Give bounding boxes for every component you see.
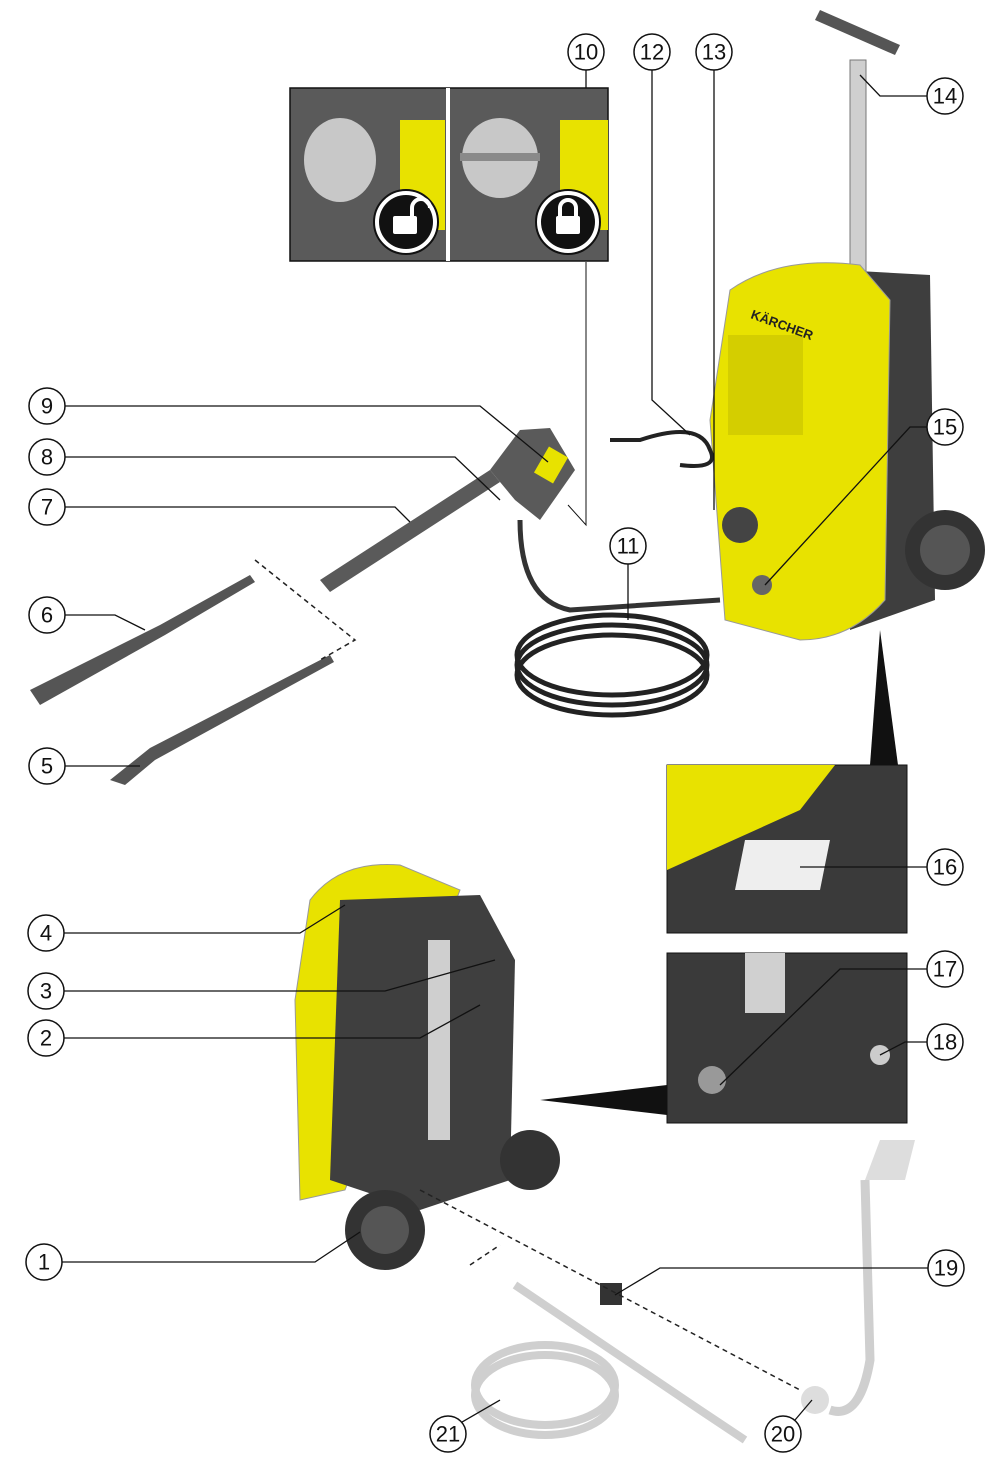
callout-circle bbox=[609, 527, 647, 565]
leader-line bbox=[461, 1399, 501, 1423]
connection-dashed-line bbox=[254, 559, 357, 661]
callout-number: 13 bbox=[702, 40, 726, 65]
pressure-washer-front: KÄRCHER bbox=[610, 10, 985, 641]
type-plate-inset bbox=[666, 630, 908, 934]
callout-6: 6 bbox=[28, 596, 146, 634]
callout-7: 7 bbox=[28, 488, 411, 526]
callout-4: 4 bbox=[27, 904, 346, 952]
callout-10: 10 bbox=[567, 33, 605, 88]
leader-line bbox=[764, 426, 927, 586]
callout-number: 17 bbox=[933, 957, 957, 982]
leader-line bbox=[614, 1267, 928, 1296]
lock-detail-inset bbox=[289, 87, 609, 262]
callout-number: 12 bbox=[640, 40, 664, 65]
callout-circle bbox=[764, 1415, 802, 1453]
spray-gun bbox=[320, 428, 575, 592]
callout-circle bbox=[926, 77, 964, 115]
callout-circle bbox=[633, 33, 671, 71]
callout-number: 19 bbox=[934, 1256, 958, 1281]
leader-line bbox=[879, 1041, 927, 1056]
callout-number: 15 bbox=[933, 415, 957, 440]
callout-circle bbox=[28, 387, 66, 425]
connection-dashed-line bbox=[419, 1189, 801, 1391]
callout-number: 10 bbox=[574, 40, 598, 65]
leader-line bbox=[859, 74, 927, 97]
callout-9: 9 bbox=[28, 387, 549, 463]
callout-number: 6 bbox=[41, 603, 53, 628]
callout-circle bbox=[567, 33, 605, 71]
callout-number: 5 bbox=[41, 754, 53, 779]
callout-circle bbox=[28, 596, 66, 634]
callout-circle bbox=[27, 972, 65, 1010]
callout-number: 4 bbox=[40, 921, 52, 946]
leader-line bbox=[651, 70, 691, 436]
callout-circle bbox=[926, 950, 964, 988]
callout-circle bbox=[429, 1415, 467, 1453]
leader-line bbox=[794, 1399, 813, 1421]
callout-5: 5 bbox=[28, 747, 140, 785]
callout-15: 15 bbox=[764, 408, 964, 586]
leader-line bbox=[64, 1004, 481, 1039]
callout-number: 9 bbox=[41, 394, 53, 419]
callout-circle bbox=[926, 1023, 964, 1061]
garden-hose bbox=[471, 1140, 915, 1444]
flat-jet-wand bbox=[110, 655, 334, 785]
high-pressure-hose bbox=[514, 519, 721, 718]
callout-11: 11 bbox=[609, 527, 647, 620]
callout-circle bbox=[28, 488, 66, 526]
water-inlet-inset bbox=[540, 952, 908, 1124]
callout-17: 17 bbox=[719, 950, 964, 1086]
callout-13: 13 bbox=[695, 33, 733, 510]
callout-16: 16 bbox=[800, 848, 964, 886]
callout-number: 11 bbox=[617, 534, 640, 559]
callout-circle bbox=[695, 33, 733, 71]
leader-line bbox=[65, 614, 146, 631]
callout-circle bbox=[27, 1019, 65, 1057]
callout-number: 21 bbox=[436, 1422, 460, 1447]
callout-number: 16 bbox=[933, 855, 957, 880]
leader-line bbox=[719, 968, 927, 1086]
callout-number: 20 bbox=[771, 1422, 795, 1447]
leader-line bbox=[62, 1231, 361, 1263]
leader-line bbox=[64, 904, 346, 934]
pressure-washer-rear bbox=[294, 863, 560, 1270]
callout-18: 18 bbox=[879, 1023, 964, 1061]
callout-1: 1 bbox=[25, 1231, 361, 1281]
leader-line bbox=[65, 506, 411, 523]
callout-circle bbox=[28, 438, 66, 476]
callout-number: 8 bbox=[41, 445, 53, 470]
callout-circle bbox=[926, 848, 964, 886]
locked-padlock-icon bbox=[535, 189, 601, 255]
callout-number: 1 bbox=[38, 1250, 50, 1275]
leader-line bbox=[64, 959, 496, 992]
callout-number: 7 bbox=[41, 495, 53, 520]
callout-2: 2 bbox=[27, 1004, 481, 1057]
callout-circle bbox=[926, 408, 964, 446]
callout-19: 19 bbox=[614, 1249, 965, 1296]
callout-number: 18 bbox=[933, 1030, 957, 1055]
callout-8: 8 bbox=[28, 438, 501, 501]
callout-number: 3 bbox=[40, 979, 52, 1004]
unlocked-padlock-icon bbox=[373, 189, 439, 255]
callout-circle bbox=[28, 747, 66, 785]
callout-number: 2 bbox=[40, 1026, 52, 1051]
callout-21: 21 bbox=[429, 1399, 501, 1453]
callout-circle bbox=[927, 1249, 965, 1287]
callout-12: 12 bbox=[633, 33, 691, 436]
callout-14: 14 bbox=[859, 74, 964, 115]
callout-number: 14 bbox=[933, 84, 957, 109]
callout-circle bbox=[25, 1243, 63, 1281]
leader-line bbox=[65, 405, 549, 463]
callout-20: 20 bbox=[764, 1399, 813, 1453]
dirt-blaster-wand bbox=[30, 575, 255, 705]
callout-3: 3 bbox=[27, 959, 496, 1010]
leader-line bbox=[567, 262, 587, 527]
callout-circle bbox=[27, 914, 65, 952]
leader-line bbox=[65, 456, 501, 501]
